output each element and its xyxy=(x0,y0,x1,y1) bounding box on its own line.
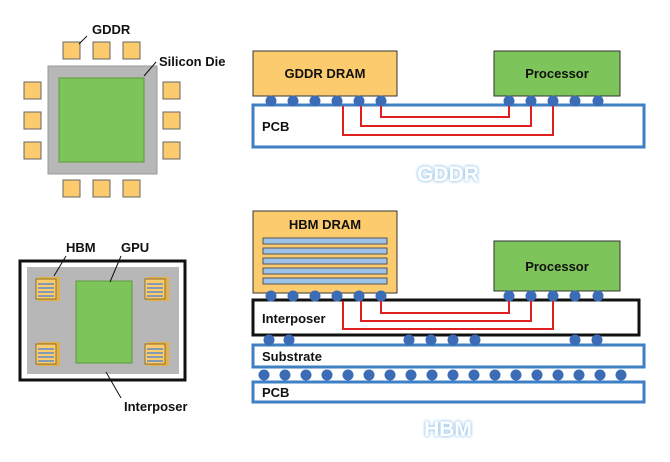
hbm-topview-label: HBM xyxy=(66,240,96,255)
hbm-stack-icon xyxy=(35,277,60,301)
gddr-topview: GDDR Silicon Die xyxy=(23,22,225,198)
gddr-chip xyxy=(162,141,181,160)
interposer-topview-label: Interposer xyxy=(124,399,188,414)
hbm-label-leader xyxy=(53,255,67,277)
gddr-chip xyxy=(122,41,141,60)
gddr-chip xyxy=(23,111,42,130)
gddr-chip xyxy=(162,81,181,100)
interposer-substrate-bumps xyxy=(263,334,603,346)
gddr-processor-chip xyxy=(493,50,621,97)
hbm-processor-label: Processor xyxy=(525,259,589,274)
gddr-chip xyxy=(122,179,141,198)
gddr-processor-label: Processor xyxy=(525,66,589,81)
gddr-crosssection: PCB GDDR DRAM Processor GDDR xyxy=(251,50,646,186)
gddr-caption: GDDR xyxy=(417,163,479,186)
gpu-label: GPU xyxy=(121,240,149,255)
interposer-label: Interposer xyxy=(262,311,326,326)
hbm-topview: HBM GPU Interposer xyxy=(18,240,188,414)
gddr-signal-traces xyxy=(342,106,554,136)
hbm-stack-icon xyxy=(144,342,169,366)
hbm-dram-layers xyxy=(262,237,388,285)
hbm-dram-label: HBM DRAM xyxy=(289,217,361,232)
gddr-chip xyxy=(92,179,111,198)
gddr-processor-bumps xyxy=(503,95,604,107)
gddr-chip xyxy=(162,111,181,130)
hbm-dram-bumps xyxy=(265,290,387,302)
gddr-chip xyxy=(23,141,42,160)
hbm-pcb-label: PCB xyxy=(262,385,289,400)
hbm-substrate xyxy=(251,343,646,369)
gddr-dram-chip xyxy=(252,50,398,97)
hbm-stack-icon xyxy=(35,342,60,366)
hbm-signal-traces xyxy=(342,301,554,330)
gddr-label-leader xyxy=(78,35,88,45)
gddr-pcb-label: PCB xyxy=(262,119,289,134)
hbm-crosssection: PCB Substrate Interposer HBM DRAM xyxy=(251,210,646,441)
substrate-pcb-bumps xyxy=(258,369,627,381)
hbm-stack-icon xyxy=(144,277,169,301)
gpu-die xyxy=(75,280,133,364)
substrate-label: Substrate xyxy=(262,349,322,364)
interposer-label-leader xyxy=(105,371,122,399)
hbm-processor-chip xyxy=(493,240,621,292)
gddr-chip xyxy=(62,179,81,198)
gddr-chip xyxy=(92,41,111,60)
gddr-chip xyxy=(23,81,42,100)
hbm-pcb xyxy=(251,380,646,404)
die-label-leader xyxy=(143,61,157,77)
hbm-processor-bumps xyxy=(503,290,604,302)
gddr-dram-label: GDDR DRAM xyxy=(285,66,366,81)
gddr-dram-bumps xyxy=(265,95,387,107)
silicon-die-label: Silicon Die xyxy=(159,54,225,69)
gddr-die-core xyxy=(58,77,145,163)
gddr-topview-label: GDDR xyxy=(92,22,131,37)
gddr-chip xyxy=(62,41,81,60)
hbm-caption: HBM xyxy=(424,418,472,441)
gpu-label-leader xyxy=(109,255,122,283)
